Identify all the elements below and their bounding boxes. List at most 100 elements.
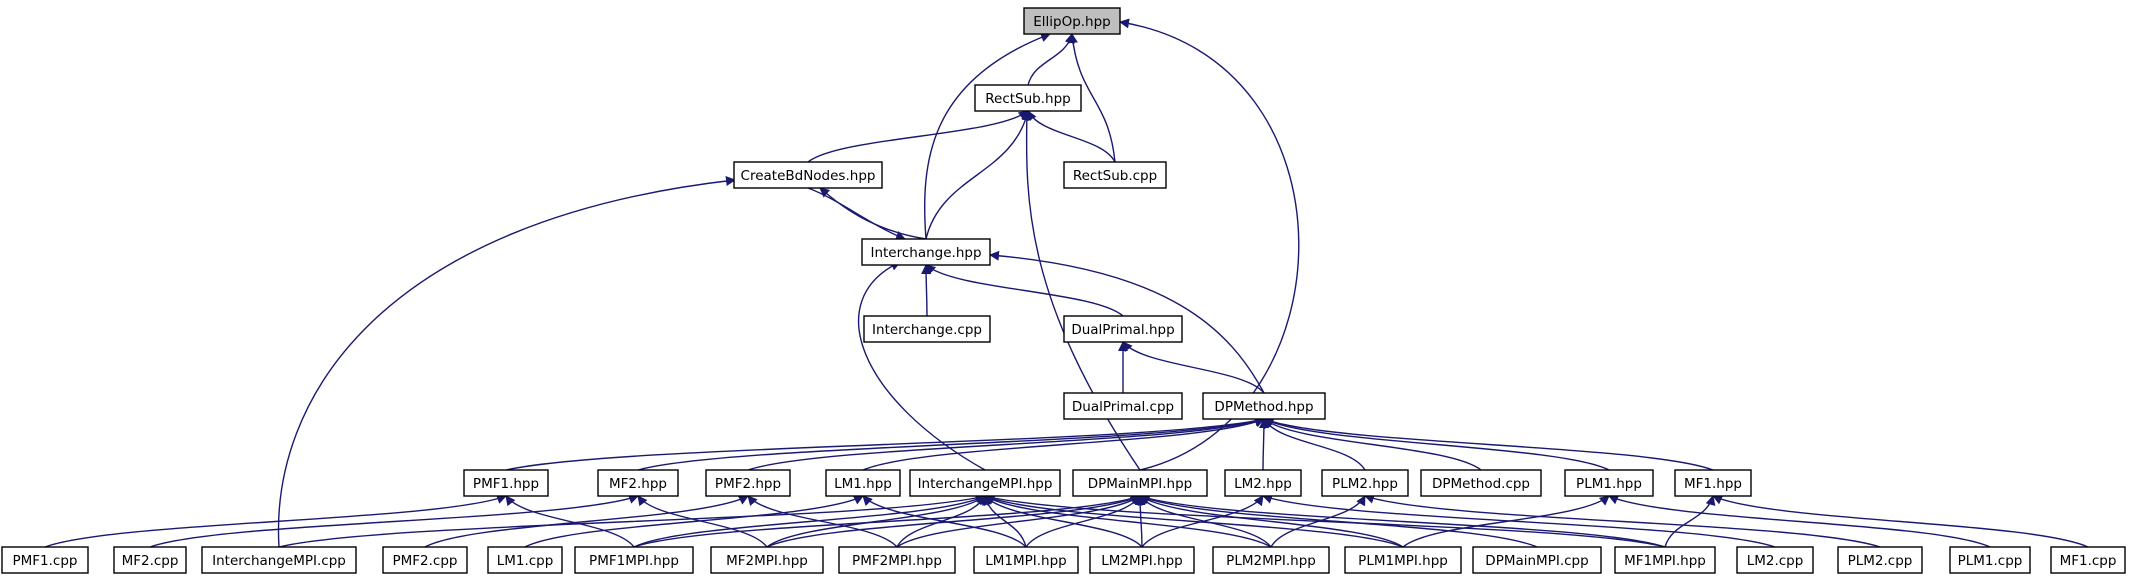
edge-pmf2mpi-to-interchangempi [896,495,986,548]
node-dpmainmpi-hpp[interactable]: DPMainMPI.hpp [1072,469,1208,497]
node-box [909,469,1061,497]
node-box [863,315,991,343]
node-box [1063,392,1183,420]
edge-mf1mpi-to-interchangempi [984,493,1666,548]
node-box [487,546,563,574]
node-label: PLM2MPI.hpp [1226,553,1316,569]
node-label: PLM1.hpp [1576,476,1642,492]
node-pmf2mpi-hpp[interactable]: PMF2MPI.hpp [838,546,956,574]
node-lm2mpi-hpp[interactable]: LM2MPI.hpp [1089,546,1195,574]
node-lm1-cpp[interactable]: LM1.cpp [487,546,563,574]
node-label: DPMainMPI.cpp [1485,553,1588,569]
edge-plm1mpi-to-dpmainmpi [1139,495,1404,548]
edge-plm1-to-dpmethod [1263,418,1610,471]
node-label: DPMainMPI.hpp [1088,476,1193,492]
node-box [201,546,357,574]
node-box [1202,392,1326,420]
node-box [1023,7,1121,35]
edge-lm1-to-dpmethod [862,417,1265,471]
edge-rectsubcpp-to-ellipop [1067,33,1116,163]
node-label: RectSub.hpp [985,91,1070,107]
node-label: Interchange.hpp [870,245,981,261]
edge-plm2cpp-to-plm2 [1364,494,1881,548]
node-pmf1mpi-hpp[interactable]: PMF1MPI.hpp [574,546,694,574]
node-label: DualPrimal.hpp [1071,322,1174,338]
node-box [1472,546,1602,574]
node-plm1-hpp[interactable]: PLM1.hpp [1564,469,1654,497]
node-label: PLM1MPI.hpp [1358,553,1448,569]
node-box [974,84,1082,112]
node-box [705,469,791,497]
node-label: InterchangeMPI.hpp [918,476,1053,492]
node-interchangempi-hpp[interactable]: InterchangeMPI.hpp [909,469,1061,497]
node-box [574,546,694,574]
node-box [382,546,468,574]
node-interchange-cpp[interactable]: Interchange.cpp [863,315,991,343]
node-label: MF2MPI.hpp [726,553,808,569]
edge-pmf1-to-dpmethod [505,416,1265,471]
node-label: MF1.cpp [2060,553,2117,569]
edge-createbdnodes-to-interchange [807,187,906,241]
edge-mf2-to-dpmethod [637,416,1265,471]
node-mf2-cpp[interactable]: MF2.cpp [113,546,187,574]
node-rectsub-cpp[interactable]: RectSub.cpp [1063,161,1167,189]
node-lm2-hpp[interactable]: LM2.hpp [1224,469,1302,497]
node-box [1420,469,1542,497]
node-dpmethod-cpp[interactable]: DPMethod.cpp [1420,469,1542,497]
node-pmf1-cpp[interactable]: PMF1.cpp [1,546,89,574]
node-pmf2-cpp[interactable]: PMF2.cpp [382,546,468,574]
node-box [2050,546,2126,574]
node-lm1-hpp[interactable]: LM1.hpp [825,469,901,497]
node-ellipop-hpp[interactable]: EllipOp.hpp [1023,7,1121,35]
edge-pmf1mpi-to-pmf1 [505,495,635,548]
node-mf1mpi-hpp[interactable]: MF1MPI.hpp [1614,546,1716,574]
node-mf2mpi-hpp[interactable]: MF2MPI.hpp [710,546,824,574]
node-box [1212,546,1330,574]
node-plm1mpi-hpp[interactable]: PLM1MPI.hpp [1344,546,1462,574]
node-box [1224,469,1302,497]
node-plm2mpi-hpp[interactable]: PLM2MPI.hpp [1212,546,1330,574]
edge-pmf2-to-dpmethod [747,417,1265,471]
node-box [1674,469,1752,497]
node-mf1-cpp[interactable]: MF1.cpp [2050,546,2126,574]
edge-dpmainmpi-to-ellipop [1119,18,1300,471]
node-label: PLM1.cpp [1958,553,2023,569]
node-box [825,469,901,497]
node-createbdnodes-hpp[interactable]: CreateBdNodes.hpp [733,161,883,189]
edge-lm2cpp-to-lm2 [1262,494,1776,548]
node-plm1-cpp[interactable]: PLM1.cpp [1949,546,2031,574]
edge-pmf2mpi-to-dpmainmpi [896,495,1141,548]
node-box [113,546,187,574]
node-mf1-hpp[interactable]: MF1.hpp [1674,469,1752,497]
node-dualprimal-hpp[interactable]: DualPrimal.hpp [1063,315,1183,343]
node-interchange-hpp[interactable]: Interchange.hpp [861,238,991,266]
node-label: MF2.hpp [609,476,667,492]
edge-plm2mpi-to-interchangempi [984,495,1272,548]
node-label: MF1MPI.hpp [1624,553,1706,569]
node-dualprimal-cpp[interactable]: DualPrimal.cpp [1063,392,1183,420]
node-plm2-hpp[interactable]: PLM2.hpp [1321,469,1409,497]
node-lm1mpi-hpp[interactable]: LM1MPI.hpp [973,546,1079,574]
node-mf2-hpp[interactable]: MF2.hpp [597,469,679,497]
node-dpmainmpi-cpp[interactable]: DPMainMPI.cpp [1472,546,1602,574]
node-rectsub-hpp[interactable]: RectSub.hpp [974,84,1082,112]
node-pmf2-hpp[interactable]: PMF2.hpp [705,469,791,497]
node-dpmethod-hpp[interactable]: DPMethod.hpp [1202,392,1326,420]
node-pmf1-hpp[interactable]: PMF1.hpp [463,469,549,497]
edge-lm2-to-dpmethod [1258,418,1269,471]
node-interchangempi-cpp[interactable]: InterchangeMPI.cpp [201,546,357,574]
edge-pmf2cpp-to-pmf2 [424,495,749,548]
node-box [1063,161,1167,189]
node-box [463,469,549,497]
edge-mf1mpi-to-dpmainmpi [1139,494,1666,548]
node-box [973,546,1079,574]
node-plm2-cpp[interactable]: PLM2.cpp [1837,546,1923,574]
node-lm2-cpp[interactable]: LM2.cpp [1736,546,1814,574]
node-box [1089,546,1195,574]
edge-plm2mpi-to-plm2 [1270,495,1366,548]
node-label: CreateBdNodes.hpp [741,168,876,184]
edge-interchange-to-createbdnodes [819,187,927,240]
node-label: DualPrimal.cpp [1072,399,1174,415]
edge-pmf2mpi-to-pmf2 [747,495,898,548]
